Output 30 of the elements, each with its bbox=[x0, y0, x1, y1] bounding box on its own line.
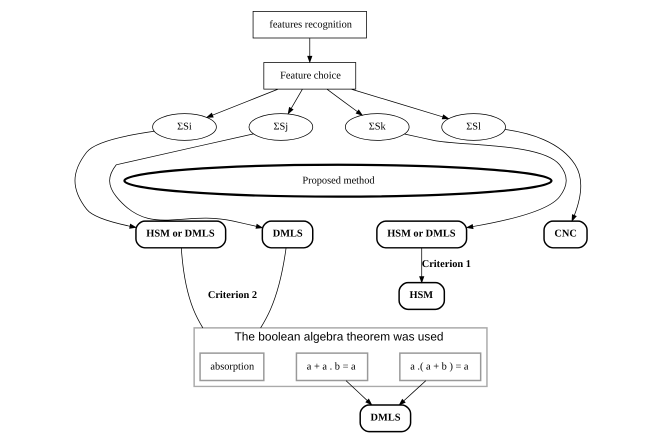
arrow bbox=[205, 88, 278, 118]
node-ellipse: ΣSk bbox=[344, 113, 409, 141]
node-box: absorption bbox=[198, 352, 264, 382]
node-box: a + a . b = a bbox=[295, 352, 368, 382]
arrow bbox=[398, 380, 426, 406]
connector bbox=[180, 248, 203, 328]
edge-label: Criterion 1 bbox=[421, 259, 470, 270]
arrow bbox=[326, 89, 363, 116]
arrow bbox=[504, 129, 581, 222]
arrow bbox=[404, 134, 566, 230]
node-box: Feature choice bbox=[262, 62, 356, 90]
label: Criterion 2 bbox=[207, 290, 257, 302]
arrow bbox=[306, 38, 312, 64]
node-box: features recognition bbox=[252, 10, 366, 38]
node-ellipse: ΣSj bbox=[248, 113, 313, 141]
connector bbox=[260, 248, 286, 328]
arrow bbox=[350, 88, 450, 120]
arrow bbox=[345, 380, 372, 406]
node-box: HSM or DMLS bbox=[134, 220, 226, 249]
node-ellipse: Proposed method bbox=[122, 164, 552, 198]
node-box: DMLS bbox=[358, 404, 411, 432]
node-box: a .( a + b ) = a bbox=[398, 352, 481, 382]
node-box: HSM bbox=[398, 282, 445, 310]
arrow bbox=[287, 89, 302, 115]
arrow bbox=[74, 130, 154, 229]
node-box: HSM or DMLS bbox=[376, 220, 467, 249]
node-box: CNC bbox=[542, 220, 588, 249]
arrow bbox=[108, 133, 263, 229]
arrow bbox=[418, 248, 424, 284]
node-box: DMLS bbox=[261, 220, 313, 249]
